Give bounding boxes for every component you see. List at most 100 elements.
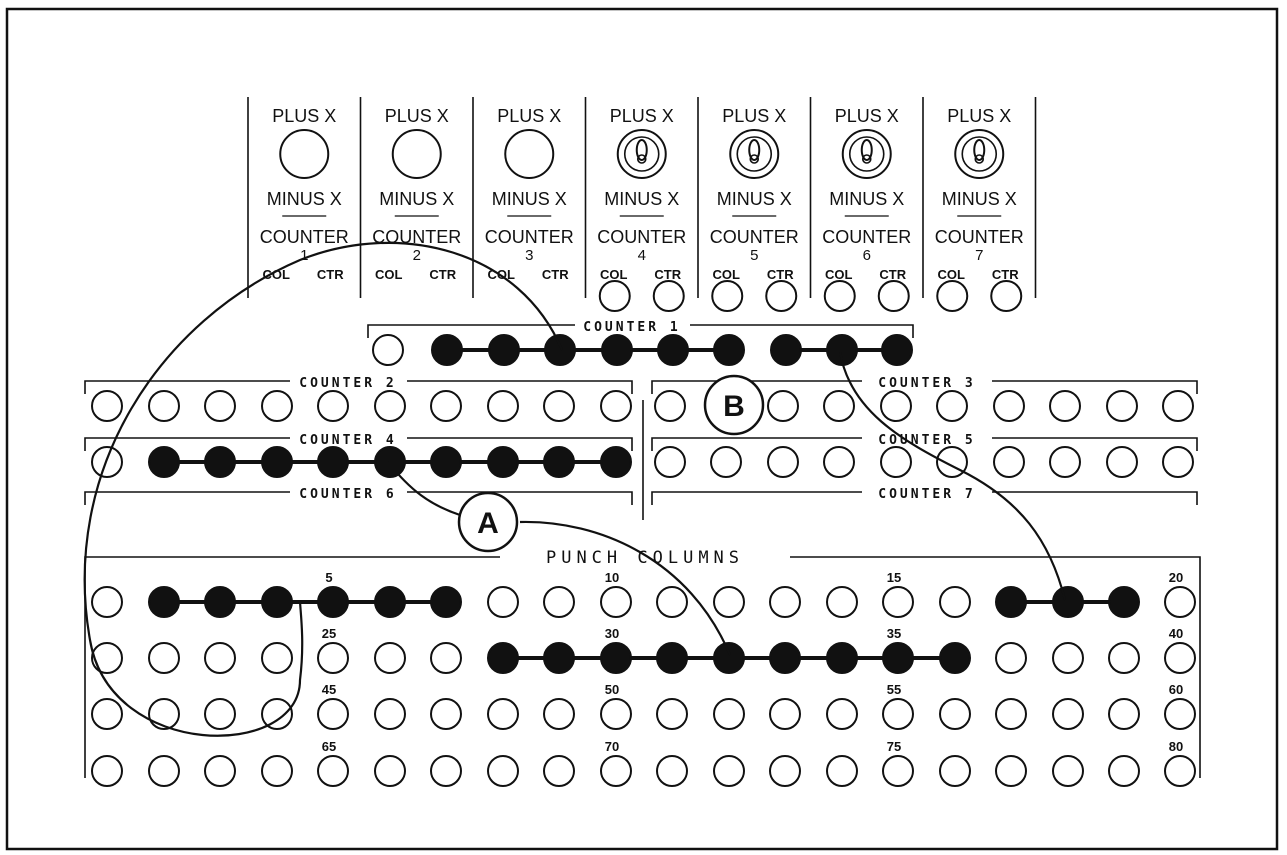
punch-hub xyxy=(543,698,575,730)
counter4-chain-hub xyxy=(148,446,180,478)
counter2-hub xyxy=(430,390,462,422)
plus-x-label: PLUS X xyxy=(385,106,449,126)
punch-hub xyxy=(543,755,575,787)
punch-hub xyxy=(487,698,519,730)
col-hub xyxy=(598,280,631,312)
punch-hub xyxy=(430,698,462,730)
punch-hub xyxy=(600,698,632,730)
counter-7-section: COUNTER 7 xyxy=(651,487,1198,505)
knob-pointer xyxy=(860,139,873,161)
column-number: 45 xyxy=(322,682,336,697)
knob-inner-ring xyxy=(961,136,998,172)
punch-hub xyxy=(1108,755,1140,787)
counter5-hub xyxy=(1106,446,1138,478)
col-hub xyxy=(711,280,744,312)
counter2-hub xyxy=(487,390,519,422)
punch-chain-row2-hub xyxy=(769,642,801,674)
punch-chain-row2-hub xyxy=(826,642,858,674)
knob-pointer xyxy=(635,139,648,161)
punch-hub xyxy=(91,755,123,787)
punch-hub xyxy=(995,755,1027,787)
column-number: 5 xyxy=(325,570,332,585)
wire-counter2-to-punch xyxy=(83,241,564,737)
ctr-label: CTR xyxy=(767,267,794,282)
column-number: 15 xyxy=(887,570,901,585)
col-label: COL xyxy=(375,267,403,282)
ctr-label: CTR xyxy=(542,267,569,282)
punch-hub xyxy=(261,698,293,730)
counter5-hub xyxy=(1049,446,1081,478)
counter4-chain-hub xyxy=(374,446,406,478)
punch-chain-row2-hub xyxy=(656,642,688,674)
counter4-chain-hub xyxy=(487,446,519,478)
ctr-hub xyxy=(652,280,685,312)
punch-chain-row1b-hub xyxy=(995,586,1027,618)
column-number: 75 xyxy=(887,739,901,754)
callout-b-circle xyxy=(703,374,765,436)
punch-hub xyxy=(995,642,1027,674)
minus-x-label: MINUS X xyxy=(379,189,454,209)
punch-hub xyxy=(148,698,180,730)
counter5-hub xyxy=(710,446,742,478)
punch-hub xyxy=(204,698,236,730)
counter1-chain-a-hub xyxy=(601,334,633,366)
counter4-chain-hub xyxy=(600,446,632,478)
knob-pointer xyxy=(973,139,986,161)
minus-x-label: MINUS X xyxy=(717,189,792,209)
counter-1-label: COUNTER 1 xyxy=(583,320,680,335)
punch-hub xyxy=(317,755,349,787)
counter-number: 4 xyxy=(638,247,646,264)
counter-label: COUNTER xyxy=(710,227,799,247)
selector-knob xyxy=(279,129,330,179)
counter3-hub xyxy=(767,390,799,422)
punch-hub xyxy=(148,642,180,674)
punch-hub xyxy=(1164,755,1196,787)
counter-3-label: COUNTER 3 xyxy=(878,376,975,391)
minus-x-label: MINUS X xyxy=(829,189,904,209)
ctr-hub xyxy=(990,280,1023,312)
punch-chain-row2-hub xyxy=(543,642,575,674)
punch-chain-row2-hub xyxy=(600,642,632,674)
column-number: 60 xyxy=(1169,682,1183,697)
minus-x-label: MINUS X xyxy=(942,189,1017,209)
punch-hub xyxy=(656,698,688,730)
minus-x-label: MINUS X xyxy=(267,189,342,209)
selector-knob xyxy=(504,129,555,179)
hub-grid xyxy=(91,334,1196,787)
counter-label: COUNTER xyxy=(822,227,911,247)
ctr-label: CTR xyxy=(992,267,1019,282)
punch-columns-label: PUNCH COLUMNS xyxy=(546,548,744,568)
counter3-hub xyxy=(823,390,855,422)
punch-hub xyxy=(1164,586,1196,618)
counter4-chain-hub xyxy=(317,446,349,478)
punch-chain-row1a-hub xyxy=(261,586,293,618)
col-hub xyxy=(936,280,969,312)
wire-counter1-to-punch xyxy=(838,351,1067,601)
punch-chain-row1a-hub xyxy=(148,586,180,618)
callout-a: A xyxy=(457,491,519,553)
punch-chain-row2-hub xyxy=(487,642,519,674)
outer-frame xyxy=(5,7,1279,851)
minus-x-label: MINUS X xyxy=(604,189,679,209)
counter-number: 6 xyxy=(863,247,871,264)
punch-hub xyxy=(939,755,971,787)
counter-number: 5 xyxy=(750,247,758,264)
punch-hub xyxy=(939,698,971,730)
counter2-hub xyxy=(600,390,632,422)
plus-x-label: PLUS X xyxy=(835,106,899,126)
punch-hub xyxy=(826,586,858,618)
punch-hub xyxy=(713,586,745,618)
counter4-chain-hub xyxy=(543,446,575,478)
punch-hub xyxy=(374,755,406,787)
counter1-hub xyxy=(372,334,404,366)
knob-hub xyxy=(861,154,872,164)
counter2-hub xyxy=(91,390,123,422)
punch-hub xyxy=(769,698,801,730)
punch-hub xyxy=(91,642,123,674)
ctr-label: CTR xyxy=(429,267,456,282)
knob-hub xyxy=(749,154,760,164)
counter1-chain-b-hub xyxy=(770,334,802,366)
punch-hub xyxy=(1164,698,1196,730)
